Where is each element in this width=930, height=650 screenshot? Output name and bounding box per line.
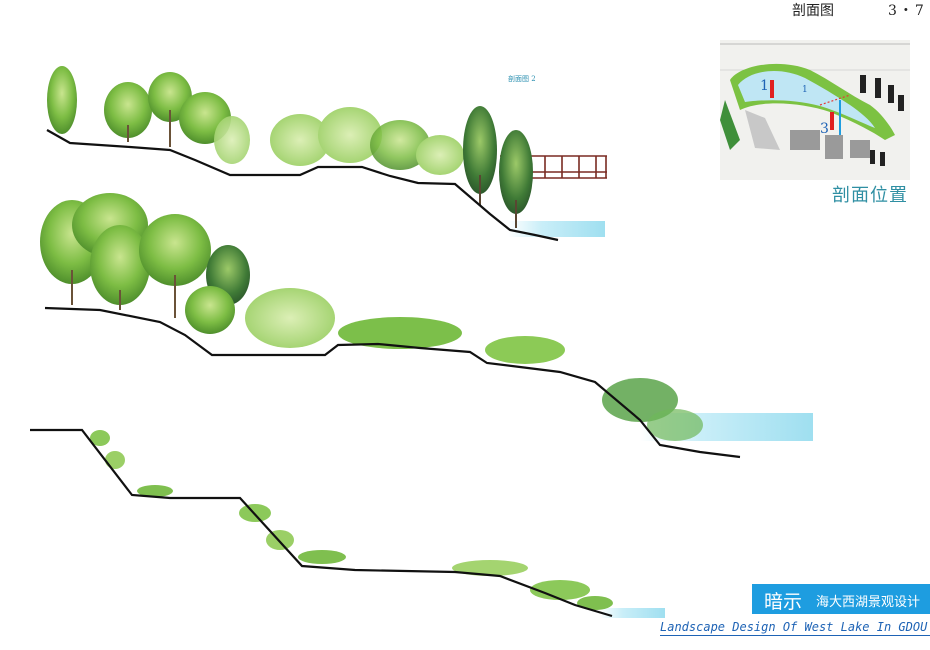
brand-underline: [660, 635, 930, 636]
minimap-caption: 剖面位置: [832, 185, 908, 206]
marker-2: 1: [802, 85, 808, 95]
brand-box: 暗示 海大西湖景观设计: [752, 584, 930, 614]
page-title: 剖面图: [792, 3, 834, 19]
page-number: 3・7: [888, 3, 926, 19]
trees-2: [40, 193, 703, 441]
section-2: [40, 193, 813, 459]
water-1: [508, 221, 605, 237]
section-label: 剖面图 2: [508, 75, 536, 83]
location-minimap: 1 1 3: [720, 40, 910, 180]
marker-3: 3: [820, 121, 829, 137]
brand-subtitle: 海大西湖景观设计: [816, 595, 921, 610]
ground-line-1: [46, 129, 559, 242]
section-1: [46, 66, 607, 242]
brand-english: Landscape Design Of West Lake In GDOU: [660, 620, 928, 634]
section-3: [30, 428, 665, 618]
minimap-drawing: 1 1 3: [720, 40, 910, 180]
trees-1: [47, 66, 533, 228]
brand-main: 暗示: [764, 591, 803, 613]
ground-line-3: [30, 428, 613, 618]
ground-line-2: [44, 306, 741, 459]
shrubs-3: [90, 430, 613, 610]
marker-1: 1: [760, 78, 769, 94]
water-3: [600, 608, 665, 618]
